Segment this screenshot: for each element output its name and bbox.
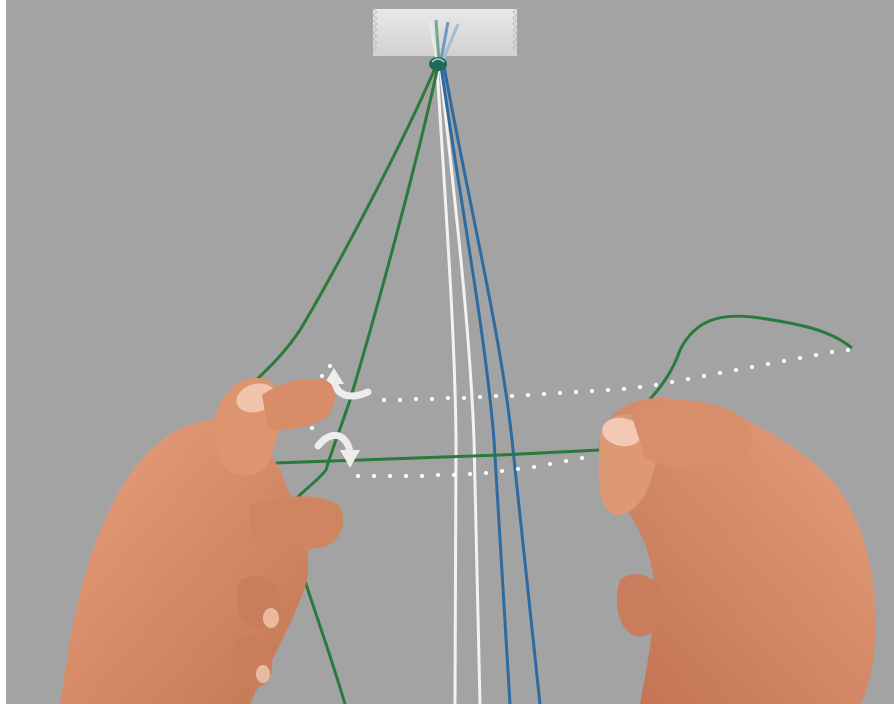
frame-edge-left [0, 0, 6, 704]
tape-strip [373, 9, 517, 60]
knot [429, 57, 447, 71]
